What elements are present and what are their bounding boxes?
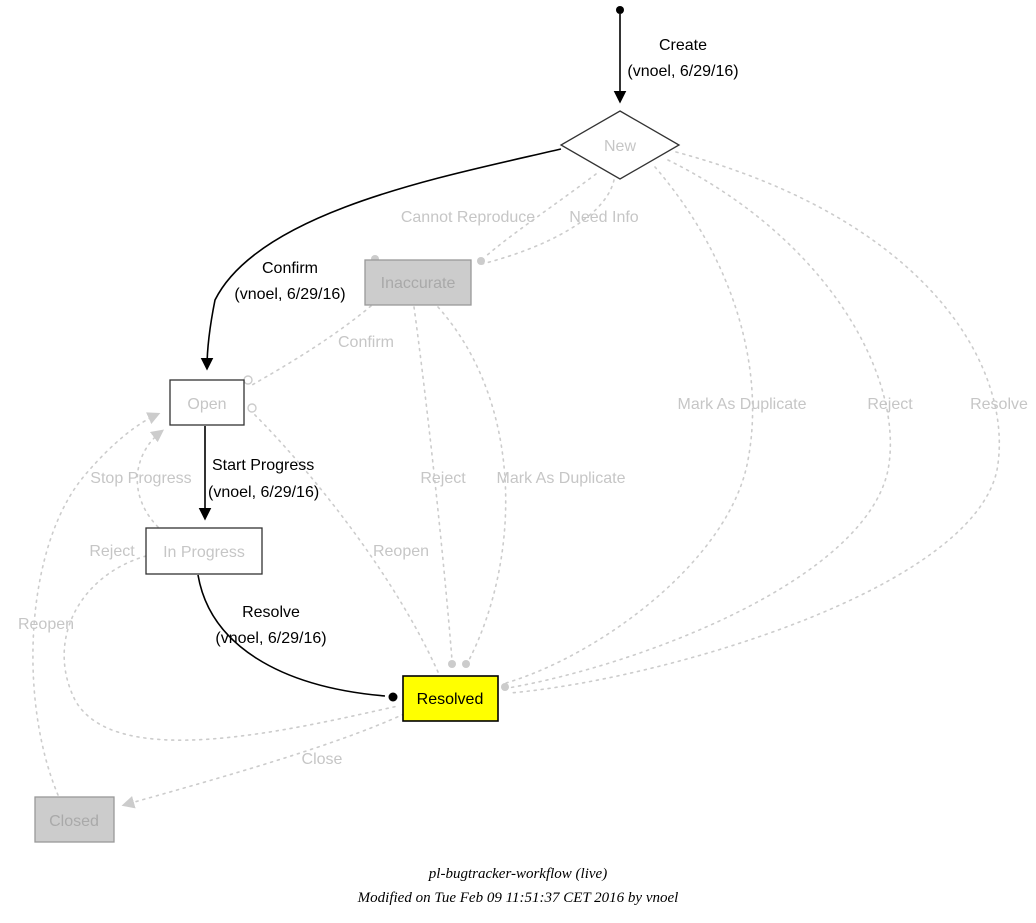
state-closed-shape[interactable] [34,796,115,843]
transition-reject-left-label: Reject [89,543,135,560]
edge-mark-as-duplicate-inaccurate [437,306,507,661]
transition-confirm-label: Confirm [262,260,318,277]
state-in-progress-label: In Progress [163,544,245,561]
edge-cannot-reproduce [484,173,597,258]
state-closed-label: Closed [49,813,99,830]
edge-close [121,713,405,809]
diagram-title: pl-bugtracker-workflow (live) [428,866,607,882]
edge-mark-as-duplicate-new [505,166,754,684]
connector-dot [477,257,485,265]
state-open-shape[interactable] [169,379,245,426]
inactive-labels: Cannot Reproduce Need Info Confirm Mark … [18,209,1028,768]
transition-cannot-reproduce-label: Cannot Reproduce [401,209,535,226]
transition-reopen-left-label: Reopen [18,616,74,633]
connector-dot [501,683,509,691]
transition-start-progress-meta: (vnoel, 6/29/16) [208,484,319,501]
state-in-progress[interactable]: In Progress [145,527,263,575]
state-inaccurate[interactable]: Inaccurate [364,259,472,306]
transition-confirm-gray-label: Confirm [338,334,394,351]
state-in-progress-shape[interactable] [145,527,263,575]
edge-reject-new [507,159,892,689]
connector-dot [247,403,257,413]
diagram-modified-text: Modified on Tue Feb 09 11:51:37 CET 2016… [357,890,679,906]
state-closed[interactable]: Closed [34,796,115,843]
state-new[interactable]: New [559,110,681,180]
edge-confirm-gray [251,305,372,386]
transition-reject-mid-label: Reject [420,470,466,487]
edge-create-start-dot [616,6,624,14]
transition-resolve-label: Resolve [242,604,300,621]
active-edges [197,6,627,702]
state-resolved-label: Resolved [417,691,484,708]
transition-resolve-meta: (vnoel, 6/29/16) [215,630,326,647]
state-new-label: New [604,138,636,155]
transition-confirm-meta: (vnoel, 6/29/16) [234,286,345,303]
edge-need-info [481,179,615,265]
edge-reject-in-progress [63,555,399,741]
state-resolved-shape[interactable] [402,675,499,722]
edge-resolve-end-dot [388,692,398,702]
state-open[interactable]: Open [169,379,245,426]
transition-create-label: Create [659,37,707,54]
diagram-caption: pl-bugtracker-workflow (live) Modified o… [357,866,679,906]
connector-dot [243,375,253,385]
transition-reopen-label: Reopen [373,543,429,560]
inactive-edges [32,151,1001,809]
edge-reopen-closed [32,412,161,796]
edge-reopen-resolved [253,413,439,673]
state-resolved[interactable]: Resolved [402,675,499,722]
transition-mark-as-duplicate-mid-label: Mark As Duplicate [497,470,626,487]
transition-resolve-gray-label: Resolve [970,396,1028,413]
transition-reject-label: Reject [867,396,913,413]
connector-dot [448,660,456,668]
active-labels: Create (vnoel, 6/29/16) Confirm (vnoel, … [208,37,739,647]
transition-stop-progress-label: Stop Progress [90,470,191,487]
transition-need-info-label: Need Info [569,209,638,226]
transition-mark-as-duplicate-label: Mark As Duplicate [678,396,807,413]
transition-create-meta: (vnoel, 6/29/16) [627,63,738,80]
edge-resolve-new [509,151,1001,694]
edge-resolve-active [197,574,386,697]
transition-start-progress-label: Start Progress [212,457,314,474]
edge-reject-inaccurate [413,306,453,661]
state-open-label: Open [187,396,226,413]
state-new-shape[interactable] [559,110,681,180]
edge-confirm-active [200,148,562,371]
edge-stop-progress [136,429,165,528]
transition-close-label: Close [302,751,343,768]
state-inaccurate-label: Inaccurate [381,275,456,292]
state-inaccurate-shape[interactable] [364,259,472,306]
connector-dot [462,660,470,668]
